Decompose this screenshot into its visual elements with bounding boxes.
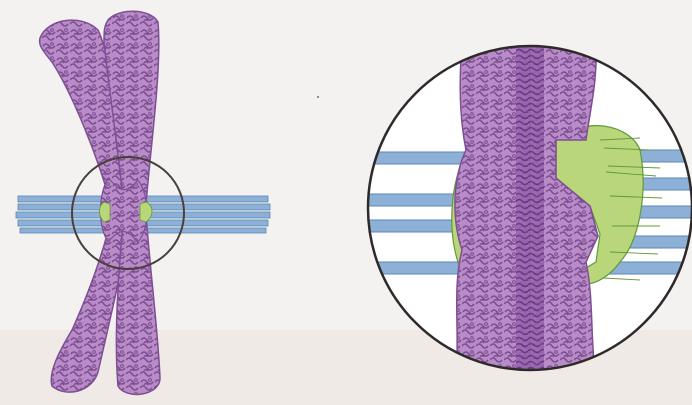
zoom-detail [360,40,692,380]
speck [317,96,319,98]
kinetochore-right [140,202,152,222]
sister-chromatid-junction [516,40,544,380]
microtubule [360,262,470,274]
